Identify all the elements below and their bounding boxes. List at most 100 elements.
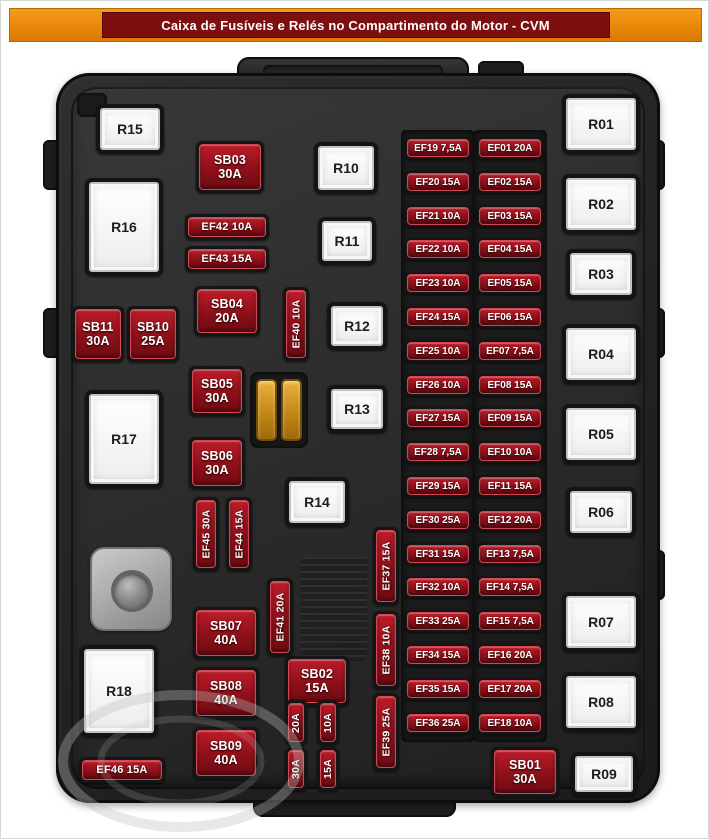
fuse-label: EF09 15A	[487, 412, 533, 424]
fuse-label: EF07 7,5A	[486, 345, 534, 357]
fuse-face: EF07 7,5A	[479, 342, 541, 360]
ef-column-panel-left	[401, 130, 475, 742]
fuse-face: 15A	[320, 750, 336, 788]
fuse-face: EF22 10A	[407, 240, 469, 258]
fuse-face: EF04 15A	[479, 240, 541, 258]
fuse-label: EF25 10A	[415, 345, 461, 357]
fuse-name: SB08	[209, 679, 243, 693]
relay-face: R15	[100, 108, 160, 150]
fuse-amps: 15A	[305, 681, 329, 695]
fuse-name: SB04	[210, 297, 244, 311]
fuse-amps: 30A	[218, 167, 242, 181]
fuse-ef42: EF42 10A	[185, 214, 269, 240]
fuse-label: EF31 15A	[415, 548, 461, 560]
fuse-face: EF38 10A	[376, 614, 396, 686]
relay-label: R07	[588, 614, 614, 630]
fuse-face: EF32 10A	[407, 578, 469, 596]
fuse-label: EF06 15A	[487, 311, 533, 323]
fuse-label: EF02 15A	[487, 176, 533, 188]
fuse-face: EF10 10A	[479, 443, 541, 461]
fuse-label: EF33 25A	[415, 615, 461, 627]
fuse-label: EF41 20A	[274, 592, 287, 642]
relay-face: R13	[331, 389, 383, 429]
fuse-face: EF37 15A	[376, 530, 396, 602]
relay-r03: R03	[566, 249, 636, 299]
fuse-ef40: EF40 10A	[283, 287, 309, 361]
relay-label: R04	[588, 346, 614, 362]
relay-face: R10	[318, 146, 374, 190]
fuse-face: 30A	[288, 750, 304, 788]
fuse-ef33: EF33 25A	[405, 610, 471, 632]
fuse-face: EF11 15A	[479, 477, 541, 495]
fuse-face: EF30 25A	[407, 511, 469, 529]
fuse-face: EF19 7,5A	[407, 139, 469, 157]
fuse-label: EF08 15A	[487, 379, 533, 391]
fuse-label: EF39 25A	[380, 707, 393, 757]
fuse-ef37: EF37 15A	[373, 527, 399, 605]
fuse-face: EF24 15A	[407, 308, 469, 326]
fuse-label: EF03 15A	[487, 210, 533, 222]
fuse-face: EF01 20A	[479, 139, 541, 157]
relay-r08: R08	[562, 672, 640, 732]
relay-face: R01	[566, 98, 636, 150]
fuse-face: EF08 15A	[479, 376, 541, 394]
relay-r09: R09	[571, 752, 637, 796]
relay-r13: R13	[327, 385, 387, 433]
fuse-name: SB03	[213, 153, 247, 167]
fuse-ef17: EF17 20A	[477, 678, 543, 700]
fuse-label: EF19 7,5A	[414, 142, 462, 154]
fuse-label: EF21 10A	[415, 210, 461, 222]
fuse-ef11: EF11 15A	[477, 475, 543, 497]
fuse-face: EF14 7,5A	[479, 578, 541, 596]
fuse-ef21: EF21 10A	[405, 205, 471, 227]
fuse-ef44: EF44 15A	[226, 497, 252, 571]
fuse-label: EF36 25A	[415, 717, 461, 729]
relay-label: R03	[588, 266, 614, 282]
relay-face: R14	[289, 481, 345, 523]
relay-r16: R16	[85, 178, 163, 276]
fuse-ef32: EF32 10A	[405, 576, 471, 598]
fuse-amps: 30A	[205, 391, 229, 405]
relay-label: R12	[344, 318, 370, 334]
relay-r05: R05	[562, 404, 640, 464]
relay-label: R16	[111, 219, 137, 235]
fuse-label: EF12 20A	[487, 514, 533, 526]
fuse-name: SB11	[82, 320, 114, 334]
fuse-label: EF26 10A	[415, 379, 461, 391]
fuse-ef38: EF38 10A	[373, 611, 399, 689]
fuse-face: EF12 20A	[479, 511, 541, 529]
fuse-label: EF44 15A	[233, 509, 246, 559]
fuse-label: 15A	[322, 759, 334, 779]
fuse-name: SB01	[508, 758, 542, 772]
fuse-v10: 10A	[317, 700, 339, 745]
relay-label: R15	[117, 121, 143, 137]
maxi-fuse-yellow-2	[281, 379, 302, 441]
fuse-label: EF16 20A	[487, 649, 533, 661]
relay-face: R18	[84, 649, 154, 733]
title-bar: Caixa de Fusíveis e Relés no Compartimen…	[101, 12, 610, 38]
fuse-label: EF30 25A	[415, 514, 461, 526]
relay-r18: R18	[80, 645, 158, 737]
relay-r14: R14	[285, 477, 349, 527]
fuse-ef29: EF29 15A	[405, 475, 471, 497]
fuse-face: EF26 10A	[407, 376, 469, 394]
fuse-face: EF46 15A	[82, 760, 162, 780]
fuse-label: EF34 15A	[415, 649, 461, 661]
relay-r11: R11	[318, 217, 376, 265]
fuse-ef27: EF27 15A	[405, 407, 471, 429]
mounting-bracket	[90, 547, 172, 631]
